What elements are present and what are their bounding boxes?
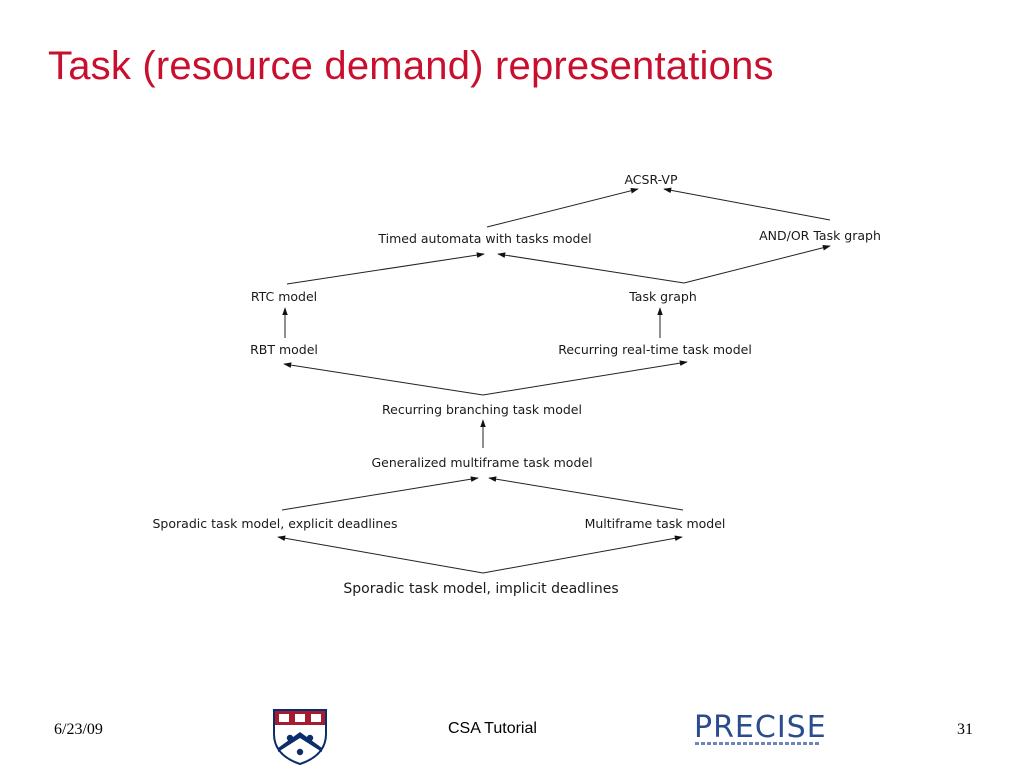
node-task-graph: Task graph [628, 289, 697, 304]
node-timed-automata: Timed automata with tasks model [377, 231, 591, 246]
diagram-edges [277, 187, 831, 574]
node-sporadic-implicit-deadlines: Sporadic task model, implicit deadlines [343, 581, 618, 597]
node-rbt-model: RBT model [250, 342, 318, 357]
edge-branching-to-rbt [283, 362, 484, 396]
edge-andor-to-acsr [663, 187, 831, 221]
diagram-nodes: ACSR-VP Timed automata with tasks model … [153, 172, 881, 597]
node-rtc-model: RTC model [251, 289, 317, 304]
node-multiframe-task-model: Multiframe task model [585, 516, 726, 531]
footer-date: 6/23/09 [54, 721, 103, 738]
penn-shield-icon [273, 709, 327, 766]
page-number: 31 [957, 721, 973, 738]
edge-timed-to-acsr [486, 188, 639, 228]
edge-taskgraph-to-andor [683, 245, 831, 284]
edge-rtc-to-timed [286, 252, 485, 285]
edge-sporadic-explicit-to-gmf [281, 476, 479, 511]
node-generalized-multiframe-task-model: Generalized multiframe task model [371, 455, 592, 470]
precise-logo-text: PRECISE [694, 710, 827, 745]
precise-logo-subline [695, 742, 819, 745]
footer-title: CSA Tutorial [448, 720, 537, 737]
node-recurring-branching-task-model: Recurring branching task model [382, 402, 582, 417]
task-model-hierarchy-diagram: ACSR-VP Timed automata with tasks model … [153, 172, 881, 597]
edge-implicit-to-explicit [277, 535, 484, 574]
edge-multiframe-to-gmf [488, 476, 684, 511]
edge-branching-to-rrt [482, 360, 688, 396]
edge-taskgraph-to-timed [497, 252, 685, 284]
edge-implicit-to-multiframe [482, 535, 683, 574]
node-and-or-task-graph: AND/OR Task graph [759, 228, 881, 243]
node-acsr-vp: ACSR-VP [624, 172, 678, 187]
node-recurring-real-time-task-model: Recurring real-time task model [558, 342, 752, 357]
node-sporadic-explicit-deadlines: Sporadic task model, explicit deadlines [153, 516, 398, 531]
slide-title: Task (resource demand) representations [48, 44, 774, 88]
